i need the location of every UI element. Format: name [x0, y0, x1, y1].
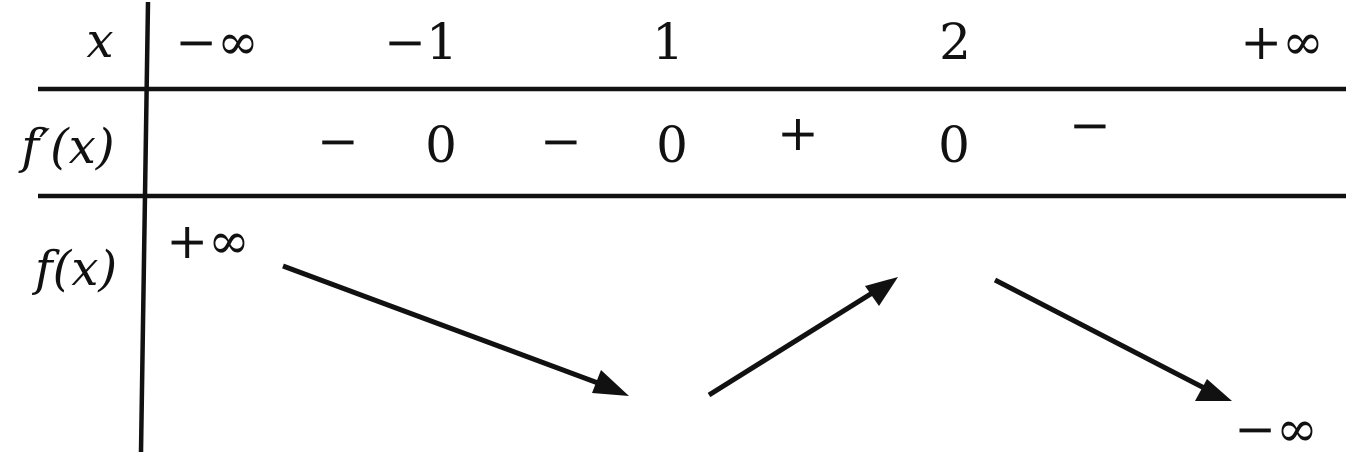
increasing-arrow [707, 277, 898, 398]
derivative-sign: − [540, 112, 582, 170]
row-label-derivative: f′(x) [18, 119, 114, 175]
decreasing-arrow [993, 277, 1232, 401]
x-value-pos-infinity: +∞ [1240, 13, 1324, 71]
decreasing-arrow [282, 263, 629, 396]
x-value-one: 1 [652, 13, 684, 71]
x-value-neg-infinity: −∞ [175, 13, 259, 71]
row-label-x: x [86, 13, 113, 69]
derivative-zero: 0 [938, 116, 970, 174]
row-label-function: f(x) [32, 241, 117, 297]
vertical-divider [138, 1, 151, 453]
x-value-two: 2 [939, 13, 971, 71]
derivative-sign: − [317, 112, 359, 170]
derivative-sign: − [1069, 96, 1111, 154]
function-end-value: −∞ [1234, 400, 1318, 458]
derivative-zero: 0 [425, 116, 457, 174]
x-value-minus-one: −1 [384, 13, 458, 71]
derivative-sign: + [777, 104, 819, 162]
function-start-value: +∞ [166, 212, 250, 270]
derivative-zero: 0 [656, 116, 688, 174]
